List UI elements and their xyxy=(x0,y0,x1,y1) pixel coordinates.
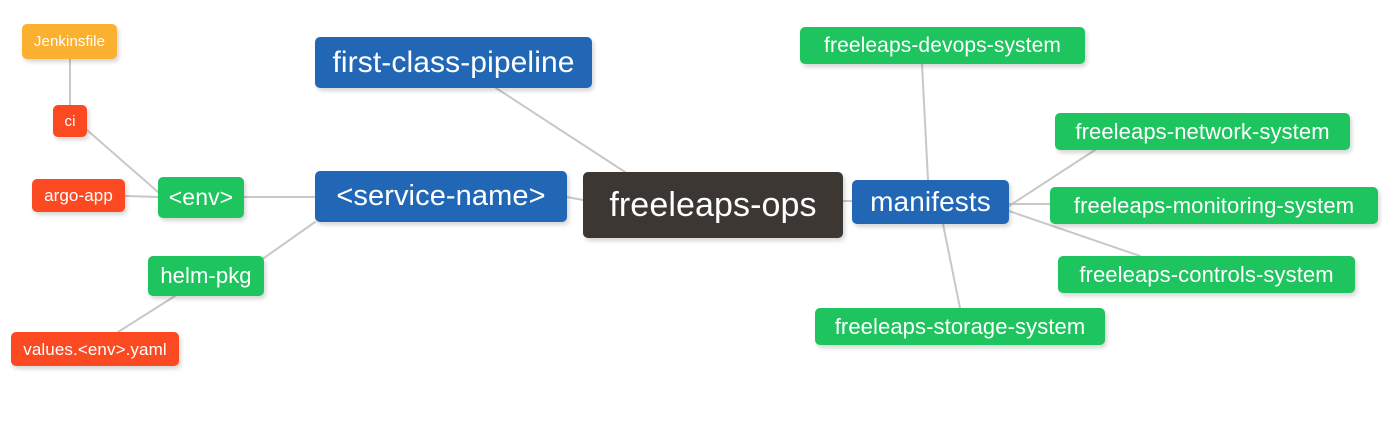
mindmap-node-service-name[interactable]: <service-name> xyxy=(315,171,567,222)
mindmap-node-label-jenkinsfile: Jenkinsfile xyxy=(33,33,106,50)
mindmap-node-freeleaps-controls-system[interactable]: freeleaps-controls-system xyxy=(1058,256,1355,293)
mindmap-edge-argo-app-to-env xyxy=(124,195,159,198)
mindmap-node-jenkinsfile[interactable]: Jenkinsfile xyxy=(22,24,117,59)
mindmap-edge-helm-pkg-to-values-yaml xyxy=(117,295,176,333)
mindmap-node-label-env: <env> xyxy=(168,184,234,210)
mindmap-node-helm-pkg[interactable]: helm-pkg xyxy=(148,256,264,296)
mindmap-edge-service-name-to-freeleaps-ops xyxy=(566,196,584,201)
mindmap-node-freeleaps-network-system[interactable]: freeleaps-network-system xyxy=(1055,113,1350,150)
mindmap-node-freeleaps-ops[interactable]: freeleaps-ops xyxy=(583,172,843,238)
mindmap-node-label-service-name: <service-name> xyxy=(336,180,546,212)
mindmap-node-values-yaml[interactable]: values.<env>.yaml xyxy=(11,332,179,366)
mindmap-edge-first-class-pipeline-to-freeleaps-ops xyxy=(495,87,626,173)
mindmap-node-ci[interactable]: ci xyxy=(53,105,87,137)
mindmap-edge-manifests-to-freeleaps-storage-system xyxy=(942,223,961,309)
mindmap-node-env[interactable]: <env> xyxy=(158,177,244,218)
mindmap-node-label-argo-app: argo-app xyxy=(44,186,113,205)
mindmap-node-manifests[interactable]: manifests xyxy=(852,180,1009,224)
mindmap-node-first-class-pipeline[interactable]: first-class-pipeline xyxy=(315,37,592,88)
mindmap-node-argo-app[interactable]: argo-app xyxy=(32,179,125,212)
mindmap-node-label-freeleaps-devops-system: freeleaps-devops-system xyxy=(824,34,1061,57)
mindmap-node-label-freeleaps-ops: freeleaps-ops xyxy=(609,186,817,224)
mindmap-node-label-freeleaps-controls-system: freeleaps-controls-system xyxy=(1079,261,1334,287)
mindmap-node-label-ci: ci xyxy=(64,112,76,130)
mindmap-node-label-freeleaps-network-system: freeleaps-network-system xyxy=(1075,118,1330,144)
mindmap-node-freeleaps-monitoring-system[interactable]: freeleaps-monitoring-system xyxy=(1050,187,1378,224)
mindmap-node-label-helm-pkg: helm-pkg xyxy=(160,263,252,288)
mindmap-node-label-freeleaps-monitoring-system: freeleaps-monitoring-system xyxy=(1073,192,1355,218)
mindmap-node-label-first-class-pipeline: first-class-pipeline xyxy=(332,45,575,79)
mindmap-edge-manifests-to-freeleaps-devops-system xyxy=(921,63,929,181)
mindmap-node-freeleaps-devops-system[interactable]: freeleaps-devops-system xyxy=(800,27,1085,64)
mindmap-node-freeleaps-storage-system[interactable]: freeleaps-storage-system xyxy=(815,308,1105,345)
mindmap-edge-service-name-to-helm-pkg xyxy=(263,221,316,259)
mindmap-node-label-manifests: manifests xyxy=(870,186,991,217)
mindmap-node-label-values-yaml: values.<env>.yaml xyxy=(23,339,167,359)
mindmap-node-label-freeleaps-storage-system: freeleaps-storage-system xyxy=(834,313,1086,339)
